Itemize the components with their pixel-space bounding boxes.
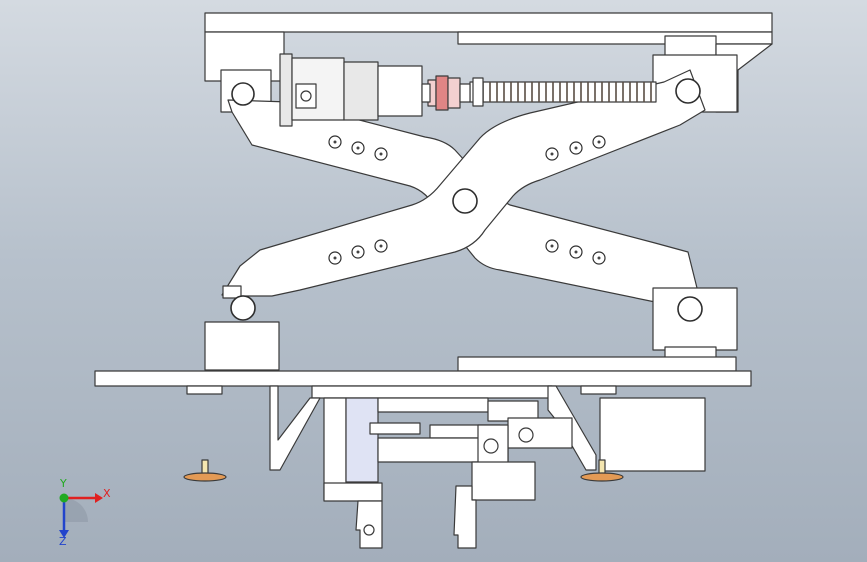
fixture-side-tab[interactable]	[507, 417, 573, 449]
fixture-slide-left[interactable]	[369, 422, 421, 435]
bolt-hole-center	[379, 152, 383, 156]
lower-left-leg[interactable]	[269, 385, 321, 471]
foot-pad-left[interactable]	[183, 459, 227, 482]
bolt-hole-center	[550, 244, 554, 248]
foot-pad-right[interactable]	[580, 459, 624, 482]
pivot-hole-bottom-right	[677, 296, 703, 322]
bottom-plate-right-pad	[580, 385, 617, 395]
motor-mount-plate[interactable]	[279, 53, 293, 127]
fixture-arm-hole	[483, 438, 499, 454]
pivot-hole-bottom-left	[230, 295, 256, 321]
triad-origin	[59, 493, 69, 503]
top-plate[interactable]	[204, 12, 773, 33]
top-plate-lower-strip	[457, 31, 773, 45]
triad-shadow	[64, 498, 88, 522]
triad-y-label: Y	[60, 477, 67, 490]
coupling-shaft-end	[459, 83, 471, 103]
scissor-arm-b[interactable]	[221, 69, 706, 297]
fixture-block-highlight[interactable]	[345, 397, 379, 483]
motor-adapter[interactable]	[377, 65, 423, 117]
bottom-plate-upper-strip	[457, 356, 737, 372]
lead-screw-end-cap	[472, 77, 484, 107]
pivot-hole-top-right	[675, 78, 701, 104]
bottom-left-tab	[222, 285, 242, 299]
bolt-hole-center	[574, 250, 578, 254]
motor-encoder-dot	[300, 90, 312, 102]
lead-screw-shaft	[469, 81, 657, 103]
fixture-top-plate	[377, 397, 489, 413]
triad-z-arrow	[59, 530, 69, 538]
pivot-hole-center	[452, 188, 478, 214]
bolt-hole-center	[597, 140, 601, 144]
coordinate-triad[interactable]: X Y Z	[40, 478, 120, 548]
motor-shaft	[421, 83, 431, 103]
fixture-block-right[interactable]	[471, 461, 536, 501]
coupling-flex-disc[interactable]	[435, 75, 449, 111]
bolt-hole-center	[333, 256, 337, 260]
motor-flange[interactable]	[343, 61, 379, 121]
bolt-hole-center	[379, 244, 383, 248]
side-motor-block[interactable]	[599, 397, 706, 472]
triad-z-label: Z	[59, 535, 67, 548]
bolt-hole-center	[597, 256, 601, 260]
gripper-finger-left-hole	[363, 524, 375, 536]
lower-frame-top-beam[interactable]	[311, 385, 553, 399]
coupling-right-hub[interactable]	[447, 77, 461, 109]
bottom-plate[interactable]	[94, 370, 752, 387]
bolt-hole-center	[333, 140, 337, 144]
bottom-left-pivot-block[interactable]	[204, 321, 280, 371]
gripper-finger-right[interactable]	[453, 485, 477, 549]
triad-x-arrow	[95, 493, 103, 503]
pivot-hole-top-left	[231, 82, 255, 106]
triad-x-label: X	[103, 487, 111, 500]
top-right-cap[interactable]	[664, 35, 717, 57]
bolt-hole-center	[356, 146, 360, 150]
bolt-hole-center	[356, 250, 360, 254]
fixture-side-hole	[518, 427, 534, 443]
bolt-hole-center	[574, 146, 578, 150]
bolt-hole-center	[550, 152, 554, 156]
fixture-base-left	[323, 482, 383, 502]
bottom-plate-left-pad	[186, 385, 223, 395]
